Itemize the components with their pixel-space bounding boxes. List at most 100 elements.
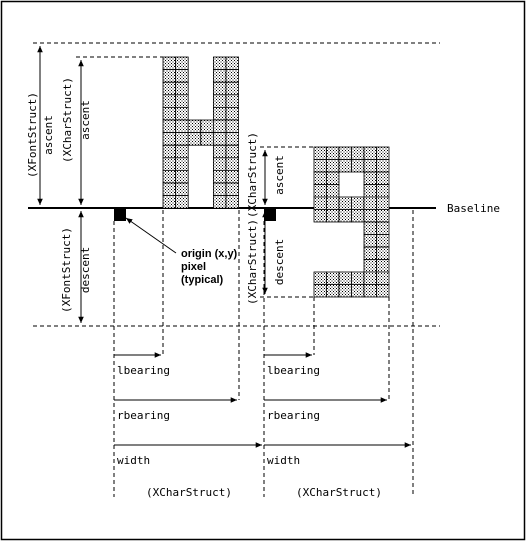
glyph-pixel	[162, 69, 177, 83]
glyph-g	[313, 146, 390, 298]
charstruct-bottom-label-1: (XCharStruct)	[146, 486, 232, 499]
glyph-pixel	[326, 171, 340, 185]
glyph-pixel	[212, 195, 227, 209]
glyph-pixel	[376, 246, 390, 260]
glyph-pixel	[313, 196, 327, 210]
glyph-pixel	[376, 271, 390, 285]
glyph-pixel	[162, 195, 177, 209]
glyph-pixel	[175, 56, 189, 71]
glyph-pixel	[212, 182, 227, 197]
glyph-pixel	[363, 271, 377, 285]
charstruct-bottom-label-2: (XCharStruct)	[296, 486, 382, 499]
glyph-pixel	[376, 184, 390, 198]
glyph-pixel	[338, 209, 352, 223]
glyph-pixel	[376, 234, 390, 248]
glyph-pixel	[338, 159, 352, 173]
glyph-pixel	[313, 171, 327, 185]
glyph-pixel	[376, 146, 390, 160]
glyph-pixel	[212, 132, 227, 146]
glyph-pixel	[326, 146, 340, 160]
glyph-pixel	[351, 146, 365, 160]
glyph-pixel	[175, 132, 189, 146]
glyph-pixel	[212, 144, 227, 159]
glyph-pixel	[187, 132, 202, 146]
glyph-pixel	[313, 159, 327, 173]
rbearing-label-1: rbearing	[117, 409, 170, 422]
lbearing-label-2: lbearing	[267, 364, 320, 377]
fontstruct-ascent-word: ascent	[42, 115, 55, 155]
glyph-pixel	[225, 169, 240, 184]
glyph-pixel	[313, 209, 327, 223]
glyph-pixel	[313, 184, 327, 198]
glyph-pixel	[225, 94, 240, 108]
glyph-pixel	[338, 271, 352, 285]
glyph-pixel	[212, 119, 227, 134]
glyph-pixel	[212, 69, 227, 83]
glyph-pixel	[225, 81, 240, 96]
glyph-pixel	[326, 184, 340, 198]
origin-pixel-2	[264, 208, 276, 221]
glyph-pixel	[162, 182, 177, 197]
charstruct-ascent-h-label: (XCharStruct)	[61, 77, 74, 163]
glyph-pixel	[363, 221, 377, 235]
glyph-pixel	[363, 209, 377, 223]
glyph-pixel	[376, 209, 390, 223]
glyph-pixel	[212, 169, 227, 184]
glyph-pixel	[175, 69, 189, 83]
glyph-pixel	[351, 159, 365, 173]
glyph-pixel	[162, 144, 177, 159]
origin-callout-arrow	[125, 217, 177, 254]
fontstruct-descent-label: (XFontStruct)	[60, 227, 73, 313]
glyph-pixel	[225, 182, 240, 197]
lbearing-label-1: lbearing	[117, 364, 170, 377]
glyph-pixel	[376, 171, 390, 185]
glyph-pixel	[326, 196, 340, 210]
fontstruct-ascent-label: (XFontStruct)	[26, 92, 39, 178]
glyph-pixel	[351, 284, 365, 298]
width-label-2: width	[267, 454, 300, 467]
glyph-pixel	[326, 284, 340, 298]
glyph-pixel	[363, 246, 377, 260]
glyph-pixel	[363, 234, 377, 248]
glyph-pixel	[162, 56, 177, 71]
glyph-pixel	[351, 271, 365, 285]
glyph-pixel	[363, 146, 377, 160]
glyph-pixel	[175, 119, 189, 134]
glyph-pixel	[225, 119, 240, 134]
glyph-pixel	[363, 284, 377, 298]
glyph-pixel	[175, 94, 189, 108]
baseline-label: Baseline	[447, 202, 500, 215]
glyph-pixel	[200, 132, 214, 146]
glyph-pixel	[363, 184, 377, 198]
glyph-pixel	[225, 195, 240, 209]
glyph-pixel	[212, 107, 227, 121]
glyph-pixel	[225, 157, 240, 171]
glyph-pixel	[376, 221, 390, 235]
glyph-pixel	[225, 69, 240, 83]
glyph-pixel	[175, 169, 189, 184]
glyph-pixel	[376, 196, 390, 210]
glyph-pixel	[225, 132, 240, 146]
charstruct-ascent-h-word: ascent	[79, 100, 92, 140]
glyph-pixel	[162, 107, 177, 121]
glyph-pixel	[212, 94, 227, 108]
glyph-pixel	[212, 81, 227, 96]
glyph-pixel	[313, 271, 327, 285]
glyph-pixel	[313, 284, 327, 298]
charstruct-ascent-g-word: ascent	[273, 155, 286, 195]
origin-label-line3: (typical)	[181, 274, 224, 286]
glyph-pixel	[363, 171, 377, 185]
charstruct-ascent-g-label: (XCharStruct)	[246, 132, 259, 218]
glyph-pixel	[175, 81, 189, 96]
origin-label-line2: pixel	[181, 261, 206, 273]
glyph-pixel	[212, 56, 227, 71]
glyph-pixel	[175, 157, 189, 171]
glyph-pixel	[162, 157, 177, 171]
glyph-pixel	[175, 195, 189, 209]
glyph-pixel	[326, 159, 340, 173]
glyph-pixel	[363, 159, 377, 173]
glyph-pixel	[326, 209, 340, 223]
glyph-pixel	[363, 259, 377, 273]
